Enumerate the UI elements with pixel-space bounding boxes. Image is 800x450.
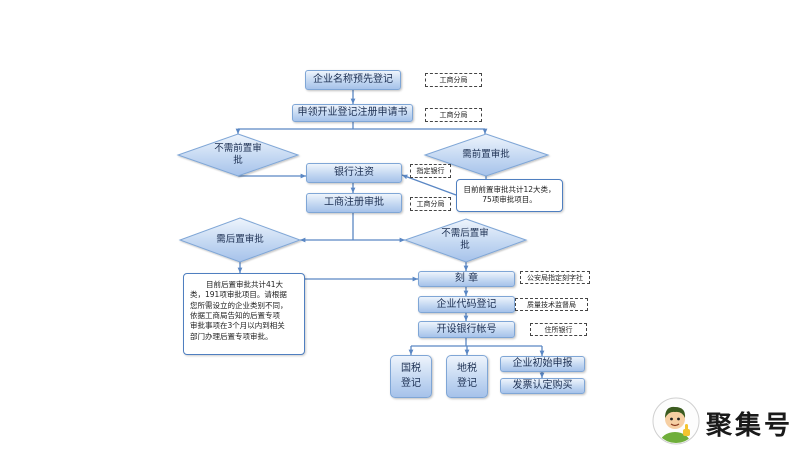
info-line: 目前后置审批共计41大 xyxy=(206,280,284,289)
step-seal-carving: 刻 章 xyxy=(418,271,515,287)
post-approval-info-box: 目前后置审批共计41大 类，191项审批项目。请根据 您所需设立的企业类别不同，… xyxy=(183,273,305,355)
info-line: 75项审批项目。 xyxy=(482,195,537,205)
brand-logo-text: 聚集号 xyxy=(706,411,794,441)
connector-arrow xyxy=(401,174,457,196)
decision-label-post-approval: 需后置审批 xyxy=(216,234,264,245)
info-line: 审批事项在3个月以内到相关 xyxy=(190,321,285,331)
decision-diamond-pre-approval xyxy=(423,133,550,177)
info-line: 您所需设立的企业类别不同， xyxy=(190,300,288,310)
authority-note: 住所银行 xyxy=(530,323,587,336)
step-open-bank-account: 开设银行帐号 xyxy=(418,321,515,338)
authority-note: 公安局指定刻字社 xyxy=(520,271,590,284)
step-business-registration-approval: 工商注册审批 xyxy=(306,193,402,213)
step-label-line: 地税 xyxy=(457,363,477,374)
pre-approval-info-box: 目前前置审批共计12大类， 75项审批项目。 xyxy=(456,179,563,212)
step-national-tax-registration: 国税 登记 xyxy=(390,355,432,398)
authority-note: 指定银行 xyxy=(410,164,451,178)
step-initial-declaration: 企业初始申报 xyxy=(500,356,585,372)
decision-label-pre-approval: 需前置审批 xyxy=(462,149,510,160)
decision-label-line: 批 xyxy=(460,239,470,251)
step-local-tax-registration: 地税 登记 xyxy=(446,355,488,398)
step-label-line: 登记 xyxy=(457,377,477,389)
decision-label-line: 批 xyxy=(233,154,243,166)
step-invoice-purchase: 发票认定购买 xyxy=(500,378,585,394)
authority-note: 工商分局 xyxy=(425,73,482,87)
step-name-preregistration: 企业名称预先登记 xyxy=(305,70,401,90)
authority-note: 工商分局 xyxy=(410,197,451,211)
info-line: 目前前置审批共计12大类， xyxy=(463,185,556,194)
info-line: 类，191项审批项目。请根据 xyxy=(190,290,287,300)
authority-note: 工商分局 xyxy=(425,108,482,122)
decision-label-line: 不需前置审 xyxy=(214,143,262,154)
step-label-line: 登记 xyxy=(401,377,421,389)
step-label-line: 国税 xyxy=(401,363,421,374)
decision-label-line: 不需后置审 xyxy=(441,228,489,239)
authority-note: 质量技术监督局 xyxy=(515,298,588,311)
step-apply-registration-form: 申领开业登记注册申请书 xyxy=(292,104,413,122)
step-bank-capital: 银行注资 xyxy=(306,163,402,183)
decision-label-no-pre-approval: 不需前置审 批 xyxy=(198,143,278,167)
decision-diamond-post-approval xyxy=(178,217,302,263)
decision-diamond-no-pre-approval xyxy=(176,133,300,177)
decision-diamond-no-post-approval xyxy=(403,218,528,263)
decision-label-no-post-approval: 不需后置审 批 xyxy=(425,228,505,252)
cartoon-avatar-thumbs-up-icon xyxy=(652,397,700,445)
info-line: 部门办理后置专项审批。 xyxy=(190,331,273,341)
step-org-code-registration: 企业代码登记 xyxy=(418,296,515,313)
info-line: 依据工商局告知的后置专项 xyxy=(190,311,280,321)
